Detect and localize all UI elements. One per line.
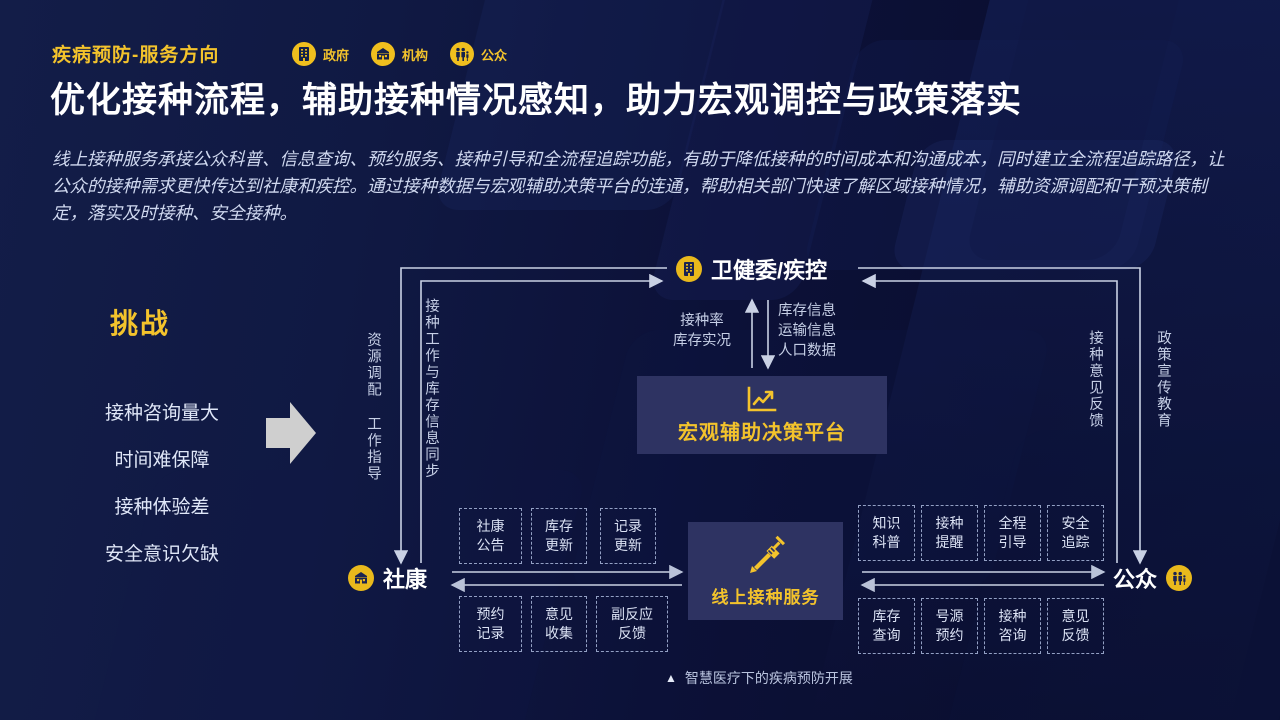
node-public[interactable]: 公众: [1113, 562, 1193, 594]
node-cdc[interactable]: 卫健委/疾控: [676, 253, 827, 285]
challenge-item: 时间难保障: [114, 450, 210, 471]
public-people-icon: [450, 42, 475, 66]
chip-line: 库存: [872, 608, 901, 624]
online-vaccination-service-card[interactable]: 线上接种服务: [688, 522, 843, 620]
chip-line: 安全: [1061, 515, 1090, 531]
chip-line: 公告: [476, 537, 505, 553]
institution-icon: [348, 565, 374, 591]
legend-label: 公众: [481, 47, 508, 63]
flow-label-resource-dispatch: 资源调配 工作指导: [365, 332, 381, 482]
page-title: 优化接种流程，辅助接种情况感知，助力宏观调控与政策落实: [50, 81, 1023, 120]
chip-line: 接种: [935, 515, 964, 531]
challenge-list: 接种咨询量大 时间难保障 接种体验差 安全意识欠缺: [52, 390, 272, 578]
chip-line: 科普: [872, 534, 901, 550]
legend-item-institution: 机构: [371, 42, 428, 66]
chip-line: 反馈: [618, 625, 646, 641]
macro-decision-platform-card[interactable]: 宏观辅助决策平台: [637, 376, 887, 454]
chip-line: 记录: [614, 518, 642, 534]
chip-line: 更新: [614, 537, 642, 553]
chip-adverse-reaction-feedback[interactable]: 副反应 反馈: [596, 596, 668, 652]
chip-line: 接种: [998, 608, 1027, 624]
chip-line: 预约: [935, 627, 964, 643]
chip-shekang-notice[interactable]: 社康 公告: [459, 508, 522, 564]
flow-label-vaccination-feedback: 接种意见反馈: [1087, 330, 1103, 429]
challenge-item: 安全意识欠缺: [104, 544, 219, 565]
chip-line: 知识: [872, 515, 901, 531]
trend-chart-icon: [747, 386, 777, 411]
chip-slot-booking[interactable]: 号源 预约: [921, 598, 978, 654]
chip-opinion-feedback[interactable]: 意见 反馈: [1047, 598, 1104, 654]
chip-line: 全程: [998, 515, 1027, 531]
page-kicker: 疾病预防-服务方向: [52, 45, 220, 66]
chip-inventory-update[interactable]: 库存 更新: [531, 508, 587, 564]
node-label: 卫健委/疾控: [711, 258, 828, 283]
chip-line: 社康: [476, 518, 505, 534]
node-label: 公众: [1113, 567, 1158, 592]
diagram-caption: ▲ 智慧医疗下的疾病预防开展: [665, 668, 853, 688]
chip-line: 意见: [1061, 608, 1090, 624]
legend-item-government: 政府: [292, 42, 349, 66]
platform-label: 宏观辅助决策平台: [678, 421, 846, 444]
flow-label-line: 接种率: [680, 313, 724, 329]
chip-knowledge-education[interactable]: 知识 科普: [858, 505, 915, 561]
chip-appointment-record[interactable]: 预约 记录: [459, 596, 522, 652]
chip-line: 号源: [935, 608, 964, 624]
institution-icon: [371, 42, 396, 66]
chip-line: 库存: [545, 518, 573, 534]
node-label: 社康: [383, 567, 428, 592]
page-description: 线上接种服务承接公众科普、信息查询、预约服务、接种引导和全流程追踪功能，有助于降…: [52, 149, 1225, 223]
chip-safety-tracking[interactable]: 安全 追踪: [1047, 505, 1104, 561]
flow-label-line: 人口数据: [778, 343, 836, 359]
government-building-icon: [292, 42, 316, 66]
syringe-icon: [749, 535, 785, 573]
government-building-icon: [676, 256, 702, 282]
chip-line: 副反应: [611, 606, 653, 622]
flow-label-inventory-sync: 接种工作与库存信息同步: [423, 298, 439, 480]
chip-vaccination-reminder[interactable]: 接种 提醒: [921, 505, 978, 561]
chip-record-update[interactable]: 记录 更新: [600, 508, 656, 564]
flow-label-data-feed: 库存信息 运输信息 人口数据: [778, 301, 868, 361]
chip-line: 收集: [545, 625, 573, 641]
chip-line: 咨询: [998, 627, 1027, 643]
flow-label-rate-inventory: 接种率 库存实况: [666, 311, 738, 351]
legend-label: 机构: [402, 47, 429, 63]
legend-item-public: 公众: [450, 42, 507, 66]
triangle-icon: ▲: [665, 671, 677, 685]
chip-opinion-collection[interactable]: 意见 收集: [531, 596, 587, 652]
chip-line: 记录: [476, 625, 505, 641]
chip-line: 反馈: [1061, 627, 1090, 643]
flow-label-line: 运输信息: [778, 323, 836, 339]
chip-line: 提醒: [935, 534, 964, 550]
flow-label-line: 库存实况: [673, 333, 731, 349]
chip-line: 查询: [872, 627, 901, 643]
chip-line: 意见: [545, 606, 573, 622]
chip-line: 更新: [545, 537, 573, 553]
flow-label-line: 库存信息: [778, 303, 836, 319]
chip-vaccination-consult[interactable]: 接种 咨询: [984, 598, 1041, 654]
challenge-item: 接种咨询量大: [104, 403, 219, 424]
service-label: 线上接种服务: [711, 587, 820, 607]
flow-label-policy-education: 政策宣传教育: [1155, 330, 1171, 429]
chip-line: 预约: [476, 606, 505, 622]
legend-label: 政府: [323, 47, 350, 63]
caption-text: 智慧医疗下的疾病预防开展: [684, 670, 853, 686]
chip-inventory-query[interactable]: 库存 查询: [858, 598, 915, 654]
challenge-item: 接种体验差: [114, 497, 210, 518]
right-arrow-icon: [266, 402, 316, 464]
public-people-icon: [1166, 565, 1193, 591]
chip-line: 引导: [998, 534, 1027, 550]
legend: 政府 机构 公众: [292, 42, 507, 66]
challenge-title: 挑战: [110, 308, 171, 339]
chip-line: 追踪: [1061, 534, 1090, 550]
node-shekang[interactable]: 社康: [348, 562, 427, 594]
chip-full-process-guidance[interactable]: 全程 引导: [984, 505, 1041, 561]
